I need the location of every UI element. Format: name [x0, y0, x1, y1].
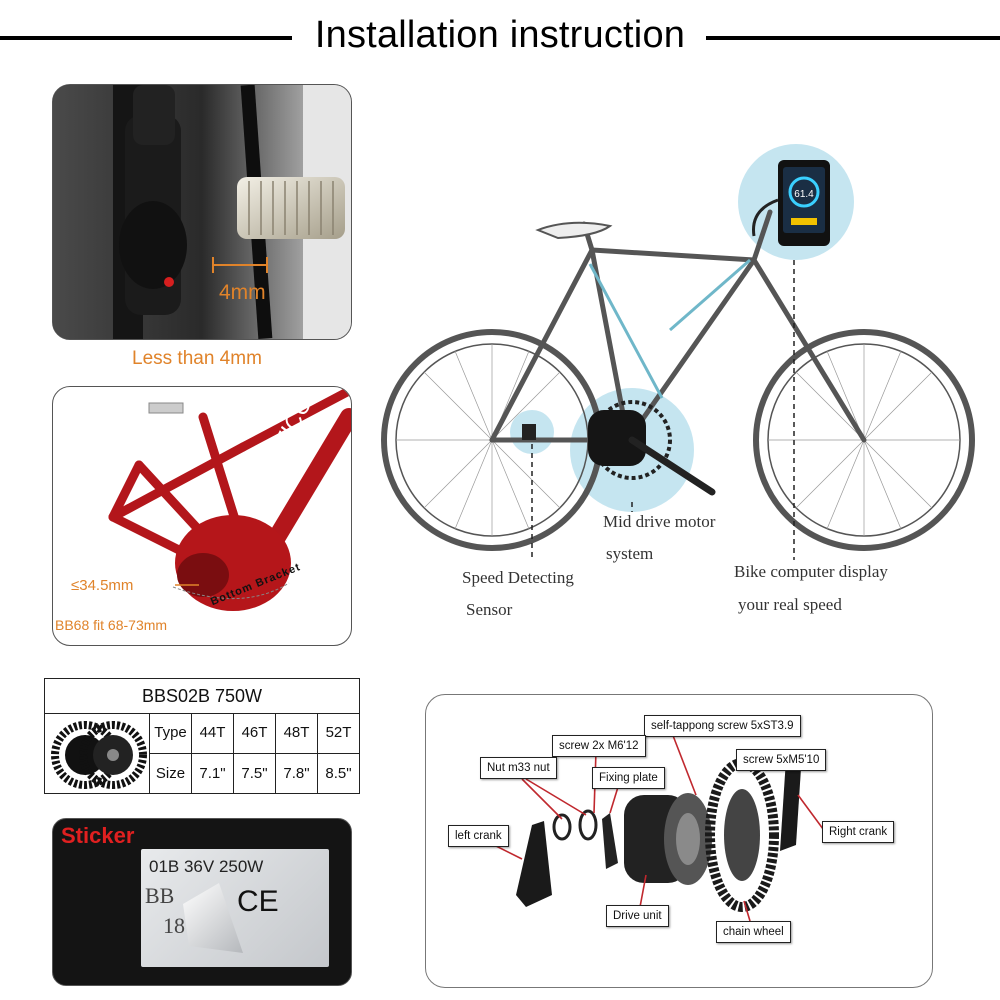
spec-table-title: BBS02B 750W [45, 679, 359, 714]
header-rule-right [706, 36, 1000, 40]
bb-fit-label: BB68 fit 68-73mm [55, 617, 168, 633]
type-48t: 48T [275, 713, 317, 753]
type-44t: 44T [191, 713, 233, 753]
sensor-gap-photo: 4mm [52, 84, 352, 340]
sticker-photo: 01B 36V 250W BB 18 CE Sticker [52, 818, 352, 986]
page-title: Installation instruction [0, 14, 1000, 57]
parts-illustration [477, 732, 827, 922]
chainring-icon [51, 721, 147, 789]
label-left-crank: left crank [448, 825, 509, 847]
motor-label-line2: system [606, 544, 654, 563]
frame-bottom-bracket-photo: ACTICO ≤34.5mm BB68 fit 68-73mm Bottom B… [52, 386, 352, 646]
motor-label-line1: Mid drive motor [603, 512, 716, 531]
size-52t: 8.5" [317, 754, 359, 794]
sensor-gap-illustration [53, 85, 351, 339]
label-self-tapping-screw: self-tappong screw 5xST3.9 [644, 715, 801, 737]
label-fixing-plate: Fixing plate [592, 767, 665, 789]
type-52t: 52T [317, 713, 359, 753]
spec-table: BBS02B 750W Type 44T 46T 48T 52T Size 7.… [44, 678, 360, 794]
display-label-line2: your real speed [738, 595, 842, 614]
sticker-model-text: 01B 36V 250W [149, 857, 264, 876]
bb-width-label: ≤34.5mm [71, 577, 134, 594]
size-48t: 7.8" [275, 754, 317, 794]
ce-mark: CE [237, 885, 279, 918]
header-rule-left [0, 36, 292, 40]
label-right-crank: Right crank [822, 821, 895, 843]
type-46t: 46T [233, 713, 275, 753]
gap-caption: Less than 4mm [132, 348, 262, 369]
size-44t: 7.1" [191, 754, 233, 794]
sensor-label-line2: Sensor [466, 600, 513, 619]
label-drive-unit: Drive unit [606, 905, 669, 927]
row-header-size: Size [149, 754, 191, 794]
label-chain-wheel: chain wheel [716, 921, 791, 943]
sticker-label: Sticker [61, 823, 135, 848]
gap-measure-label: 4mm [219, 281, 266, 304]
size-46t: 7.5" [233, 754, 275, 794]
sticker-partial-text-1: BB [145, 883, 175, 908]
bike-diagram: 61.4 [381, 144, 975, 560]
label-nut: Nut m33 nut [480, 757, 557, 779]
sticker-partial-text-2: 18 [163, 913, 185, 938]
display-label-line1: Bike computer display [734, 562, 888, 581]
frame-illustration: ACTICO [108, 387, 351, 611]
display-readout: 61.4 [794, 189, 814, 200]
spec-row-divider [149, 753, 359, 754]
row-header-type: Type [149, 713, 191, 753]
label-screw-5x: screw 5xM5'10 [736, 749, 827, 771]
parts-exploded-diagram: self-tappong screw 5xST3.9 screw 2x M6'1… [425, 694, 933, 988]
label-screw-2x: screw 2x M6'12 [552, 735, 646, 757]
sensor-label-line1: Speed Detecting [462, 568, 574, 587]
